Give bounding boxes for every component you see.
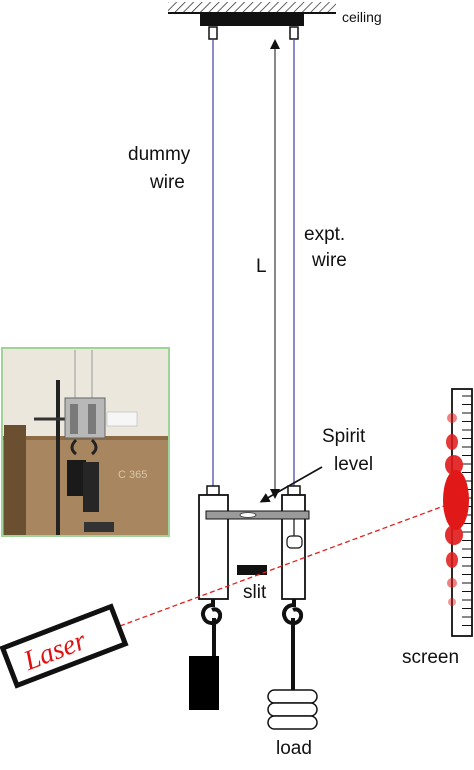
ceiling: ceiling: [168, 2, 382, 26]
load-disc-2: [267, 702, 318, 717]
dummy-bottom-clamp: [206, 485, 220, 496]
diffraction-fringe: [445, 455, 463, 475]
diffraction-fringe: [446, 434, 458, 450]
diffraction-fringe: [448, 598, 456, 606]
load-disc-1: [267, 689, 318, 704]
diffraction-fringe: [446, 552, 458, 568]
spirit-level-arrow: [259, 466, 323, 503]
diffraction-fringe: [447, 578, 457, 588]
photo-level-box: [106, 411, 138, 427]
photo-clamp-right: [88, 404, 96, 434]
diffraction-fringe: [447, 413, 457, 423]
photo-weight-stack: [83, 462, 99, 512]
photo-plate-text: C 365: [118, 469, 147, 481]
expt-wire-label-line2: wire: [311, 250, 347, 271]
photo-base: [84, 522, 114, 532]
diffraction-fringe: [445, 525, 463, 545]
dummy-wire-label-line2: wire: [149, 172, 185, 193]
photo-hooks: [70, 438, 98, 456]
apparatus-photo: C 365: [1, 347, 170, 537]
photo-clamp-left: [70, 404, 78, 434]
expt-load-weights: [267, 689, 318, 730]
diffraction-pattern: [443, 413, 469, 606]
load-disc-3: [267, 715, 318, 730]
ceiling-label: ceiling: [342, 9, 382, 25]
photo-weight: [67, 460, 86, 496]
slit-label: slit: [243, 582, 267, 603]
laser: Laser: [0, 603, 129, 689]
dummy-hook: [201, 599, 223, 626]
length-label: L: [256, 256, 267, 277]
laser-box: [0, 603, 129, 689]
spirit-level-label-line2: level: [334, 454, 373, 475]
photo-stand: [4, 425, 26, 535]
spirit-level: [205, 510, 310, 520]
spirit-level-bar: [205, 510, 310, 520]
ceiling-hatch: [168, 2, 336, 13]
screen: [443, 388, 473, 637]
dummy-wire-label-line1: dummy: [128, 144, 191, 165]
slit-block: [237, 565, 267, 575]
dummy-weight: [189, 656, 219, 710]
load-label: load: [276, 738, 312, 759]
dummy-top-clamp: [208, 26, 218, 40]
diffraction-fringe: [443, 470, 469, 530]
ceiling-mount: [200, 13, 304, 26]
micrometer-head: [286, 535, 303, 549]
laser-beam: [119, 499, 461, 627]
spirit-level-label-line1: Spirit: [322, 426, 366, 447]
screen-label: screen: [402, 647, 459, 668]
expt-top-clamp: [289, 26, 299, 40]
expt-wire-label-line1: expt.: [304, 224, 345, 245]
spirit-level-bubble: [239, 512, 257, 518]
expt-bottom-clamp: [287, 485, 301, 496]
